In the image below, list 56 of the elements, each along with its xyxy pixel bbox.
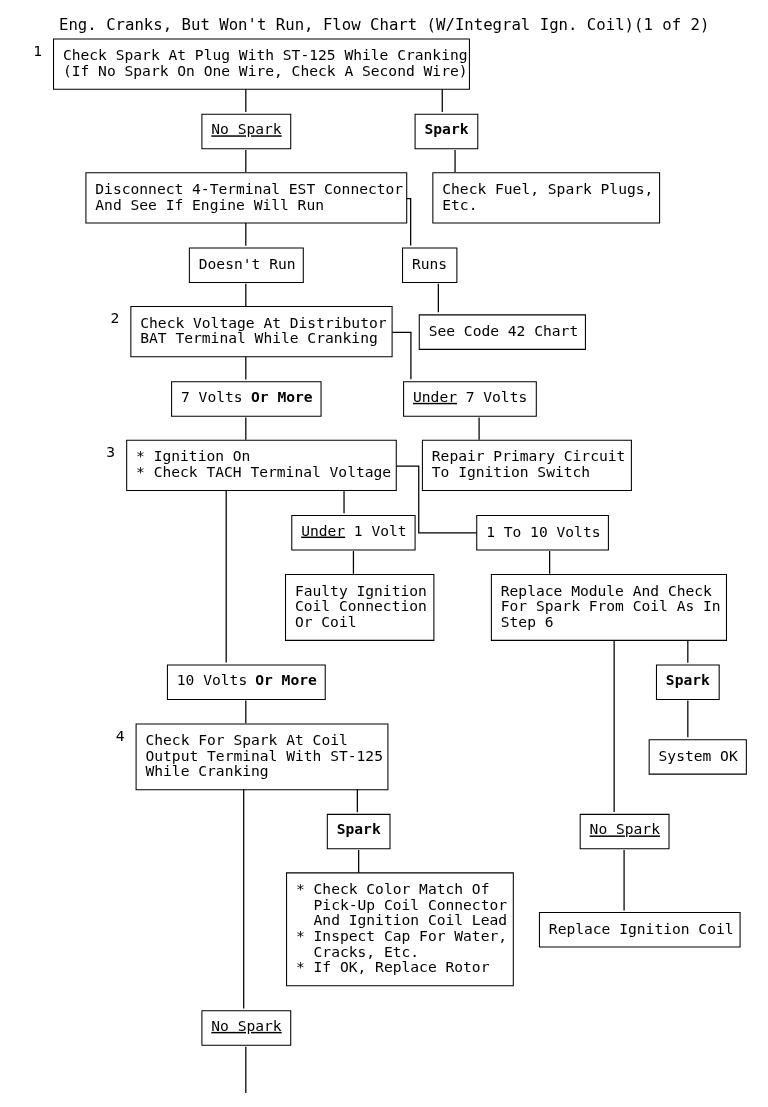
diagram-title: Eng. Cranks, But Won't Run, Flow Chart (W/Integral Ign. Coil)(1 of 2): [59, 14, 710, 34]
connector: [454, 149, 456, 173]
node-label: 3: [106, 443, 116, 461]
connector: [243, 788, 245, 1010]
connector: [687, 639, 689, 664]
connector: [352, 550, 355, 575]
connector: [437, 283, 439, 313]
node-box: 10 Volts Or More: [166, 664, 326, 700]
node-box: Repair Primary Circuit To Ignition Switch: [421, 439, 632, 491]
node-box: Under 7 Volts: [403, 381, 537, 417]
node-box: Disconnect 4-Terminal EST Connector And See If Engine Will Run: [85, 172, 408, 224]
connector: [343, 490, 345, 514]
node-box: No Spark: [579, 813, 670, 850]
connector: [225, 489, 227, 664]
connector: [245, 222, 247, 247]
connector: [358, 849, 360, 874]
connector: [478, 416, 480, 441]
node-box: Check Spark At Plug With ST-125 While Cranking (If No Spark On One Wire, Check A Second Wire): [53, 38, 470, 90]
node-box: Check For Spark At Coil Output Terminal With ST-125 While Cranking: [135, 723, 389, 791]
connector: [441, 88, 443, 113]
connector: [245, 416, 247, 441]
node-box: No Spark: [201, 113, 292, 150]
connector: [245, 88, 247, 113]
connector: [613, 639, 615, 813]
connector: [245, 283, 247, 307]
node-box: No Spark: [201, 1010, 292, 1046]
node-box: Spark: [326, 813, 391, 850]
connector: [245, 699, 247, 724]
node-box: Replace Module And Check For Spark From Coil As In Step 6: [490, 574, 727, 641]
node-box: See Code 42 Chart: [418, 314, 586, 350]
connector: [245, 149, 247, 173]
connector: [245, 356, 247, 381]
connector: [245, 1046, 247, 1094]
node-box: 7 Volts Or More: [171, 381, 322, 417]
node-box: Replace Ignition Coil: [538, 912, 741, 948]
node-box: Spark: [655, 664, 720, 700]
node-box: 1 To 10 Volts: [476, 515, 609, 551]
node-box: Under 1 Volt: [291, 515, 416, 551]
node-box: Runs: [402, 247, 458, 283]
connector: [395, 465, 478, 534]
node-box: Check Voltage At Distributor BAT Terminal While Cranking: [130, 306, 393, 358]
node-label: 4: [115, 726, 125, 744]
connector: [623, 849, 625, 912]
connector: [391, 331, 412, 380]
connector: [356, 788, 358, 813]
node-label: 2: [110, 309, 120, 327]
node-box: * Check Color Match Of Pick-Up Coil Connector And Ignition Coil Lead * Inspect Cap For Water, Cracks, Etc. * If OK, Replace Rotor: [286, 872, 514, 987]
node-label: 1: [33, 41, 42, 59]
connector: [687, 699, 689, 738]
node-box: Faulty Ignition Coil Connection Or Coil: [285, 574, 435, 641]
node-box: Check Fuel, Spark Plugs, Etc.: [432, 172, 661, 224]
node-box: Doesn't Run: [188, 247, 304, 283]
connector: [549, 550, 551, 575]
node-box: System OK: [648, 739, 747, 775]
node-box: * Ignition On * Check TACH Terminal Voltage: [126, 439, 397, 491]
node-box: Spark: [414, 113, 479, 150]
